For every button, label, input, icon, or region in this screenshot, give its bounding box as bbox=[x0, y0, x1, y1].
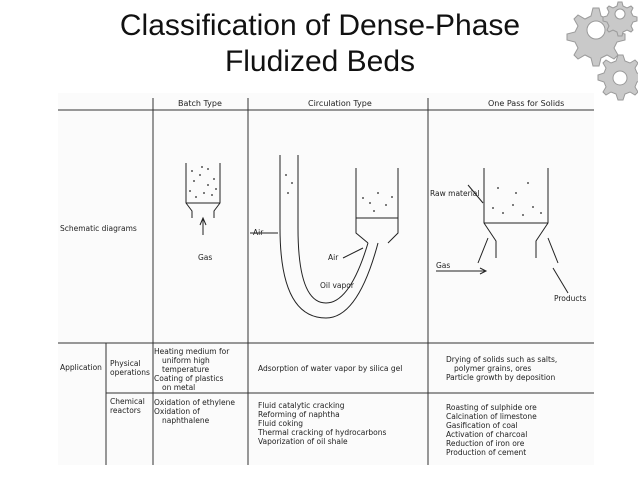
label-circ-air-right: Air bbox=[328, 253, 339, 262]
onepass-chemical-line-2: Calcination of limestone bbox=[446, 412, 537, 421]
circulation-chemical-line-2: Reforming of naphtha bbox=[258, 410, 340, 419]
onepass-physical-line-3: Particle growth by deposition bbox=[446, 373, 556, 382]
batch-chemical-line-1: Oxidation of ethylene bbox=[154, 398, 235, 407]
table-grid-and-schematics bbox=[58, 98, 594, 465]
circulation-physical-line-1: Adsorption of water vapor by silica gel bbox=[258, 364, 403, 373]
onepass-chemical-line-4: Activation of charcoal bbox=[446, 430, 528, 439]
column-header-circulation: Circulation Type bbox=[308, 99, 372, 108]
batch-physical-line-5: on metal bbox=[162, 383, 196, 392]
batch-chemical-line-3: naphthalene bbox=[162, 416, 210, 425]
batch-physical-line-3: temperature bbox=[162, 365, 210, 374]
onepass-physical-line-1: Drying of solids such as salts, bbox=[446, 355, 558, 364]
batch-chemical-line-2: Oxidation of bbox=[154, 407, 200, 416]
onepass-chemical-line-6: Production of cement bbox=[446, 448, 527, 457]
slide-title: Classification of Dense-Phase Fludized B… bbox=[40, 8, 600, 80]
column-header-batch: Batch Type bbox=[178, 99, 222, 108]
circulation-chemical-line-4: Thermal cracking of hydrocarbons bbox=[258, 428, 387, 437]
circulation-chemical-line-3: Fluid coking bbox=[258, 419, 304, 428]
label-circ-air-left: Air bbox=[253, 228, 264, 237]
slide-title-line-1: Classification of Dense-Phase bbox=[119, 9, 521, 42]
circulation-chemical-line-1: Fluid catalytic cracking bbox=[258, 401, 345, 410]
slide-title-line-2: Fludized Beds bbox=[224, 45, 416, 78]
onepass-physical-line-2: polymer grains, ores bbox=[454, 364, 532, 373]
row-label-application: Application bbox=[60, 363, 102, 372]
row-label-chemical-1: Chemical bbox=[110, 397, 145, 406]
classification-table-figure: Batch Type Circulation Type One Pass for… bbox=[58, 93, 594, 465]
batch-physical-line-1: Heating medium for bbox=[154, 347, 230, 356]
gear-cluster-icon bbox=[566, 1, 638, 101]
row-label-physical-2: operations bbox=[110, 368, 150, 377]
label-onepass-gas: Gas bbox=[436, 261, 451, 270]
circulation-chemical-line-5: Vaporization of oil shale bbox=[258, 437, 348, 446]
onepass-chemical-line-5: Reduction of iron ore bbox=[446, 439, 525, 448]
batch-physical-line-4: Coating of plastics bbox=[154, 374, 224, 383]
row-label-schematic: Schematic diagrams bbox=[60, 224, 137, 233]
onepass-chemical-line-3: Gasification of coal bbox=[446, 421, 518, 430]
batch-physical-line-2: uniform high bbox=[162, 356, 210, 365]
row-label-physical-1: Physical bbox=[110, 359, 141, 368]
label-circ-oil-vapor: Oil vapor bbox=[320, 281, 354, 290]
label-onepass-raw: Raw material bbox=[430, 189, 480, 198]
onepass-chemical-line-1: Roasting of sulphide ore bbox=[446, 403, 537, 412]
column-header-one-pass: One Pass for Solids bbox=[488, 99, 565, 108]
label-onepass-products: Products bbox=[554, 294, 587, 303]
label-batch-gas: Gas bbox=[198, 253, 213, 262]
row-label-chemical-2: reactors bbox=[110, 406, 141, 415]
